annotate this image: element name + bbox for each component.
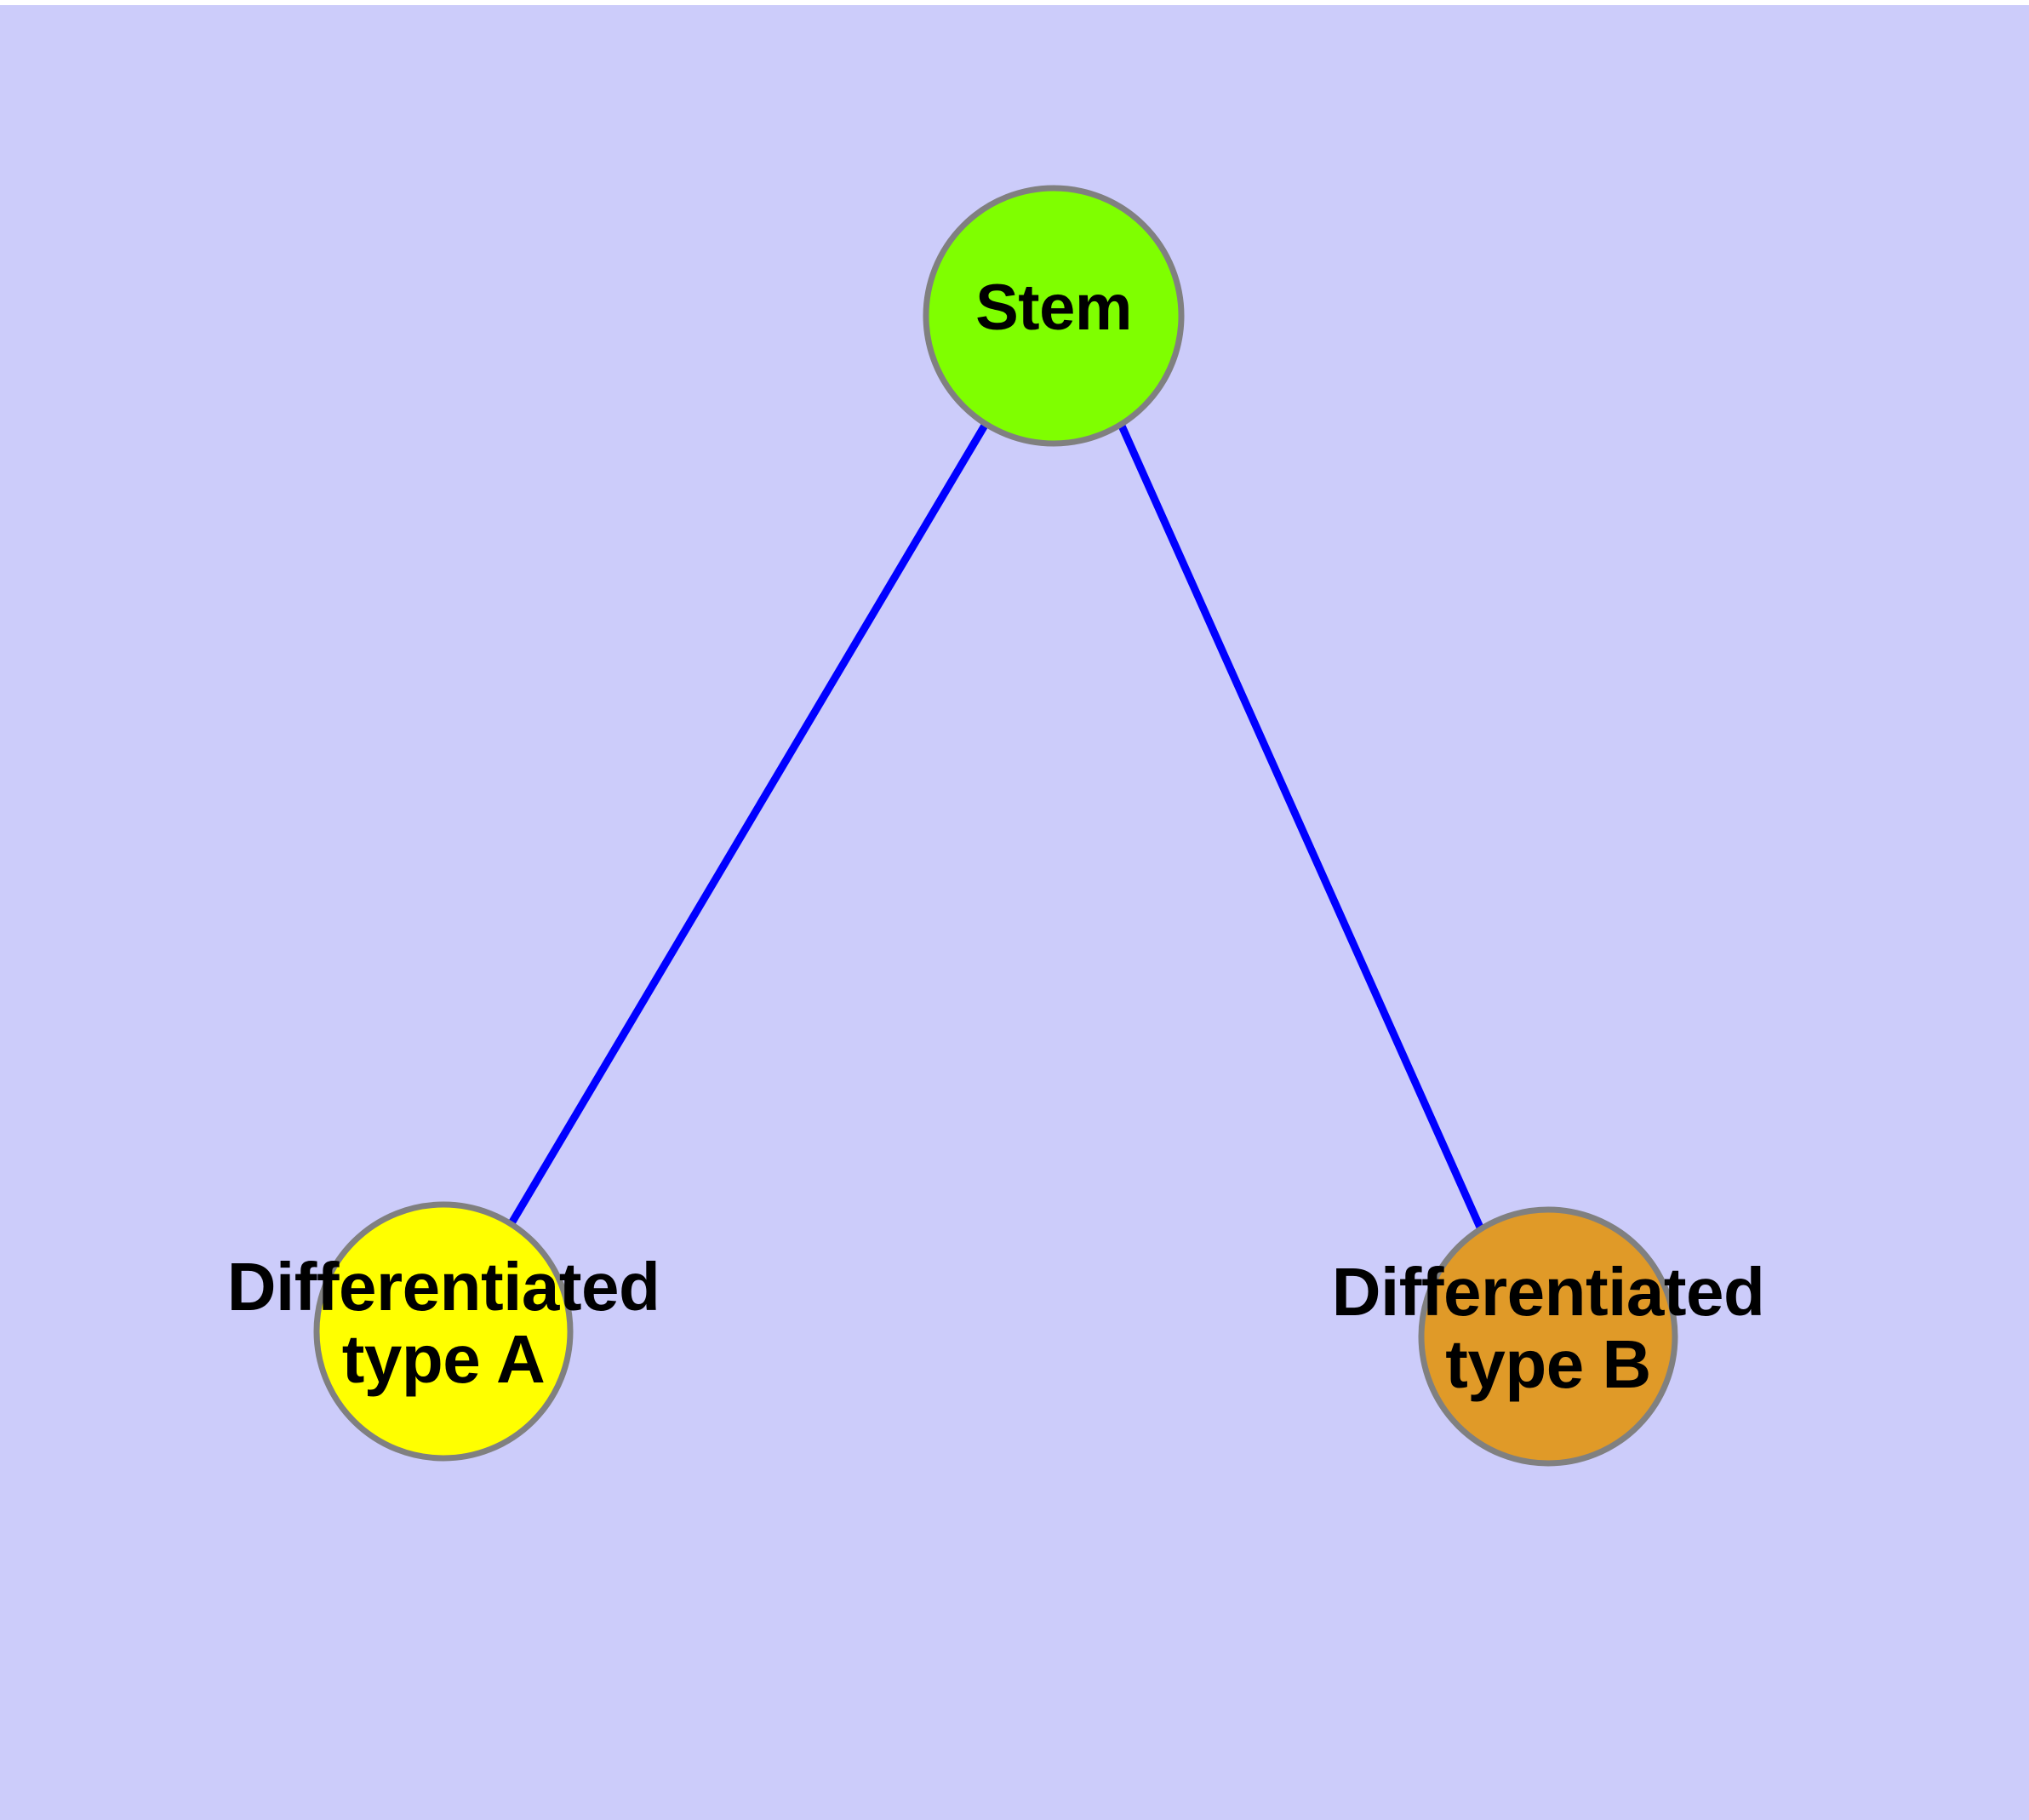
node-stem[interactable]	[923, 185, 1185, 447]
edge-layer	[508, 421, 1485, 1231]
edge-stem-to-differentiated-type-b[interactable]	[1117, 422, 1485, 1231]
node-layer	[313, 185, 1678, 1467]
edge-stem-to-differentiated-type-a[interactable]	[508, 421, 989, 1226]
node-differentiated-type-b[interactable]	[1418, 1206, 1678, 1467]
node-differentiated-type-a[interactable]	[313, 1201, 574, 1462]
